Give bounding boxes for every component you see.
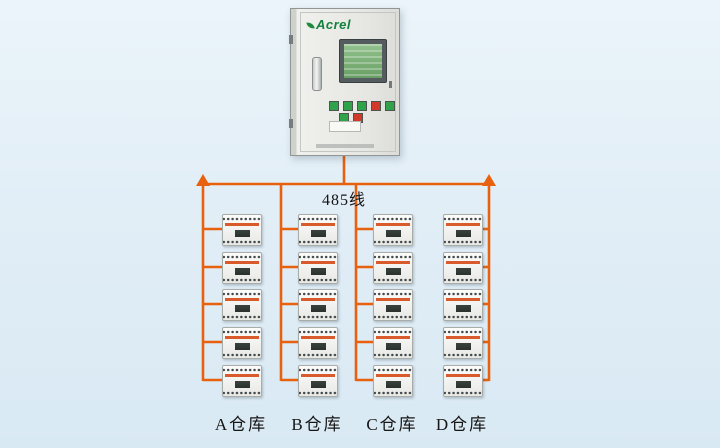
meter-device	[373, 214, 413, 246]
green-indicator	[343, 101, 353, 111]
indicator-tube	[312, 57, 322, 91]
meter-device	[373, 327, 413, 359]
meter-device	[298, 327, 338, 359]
cabinet-door	[300, 12, 396, 152]
bus-label: 485线	[321, 192, 366, 209]
red-indicator	[371, 101, 381, 111]
meter-device	[298, 365, 338, 397]
hmi-screen-display	[344, 44, 382, 78]
meter-device	[443, 252, 483, 284]
indicator-button-row	[329, 101, 395, 111]
meter-device	[222, 214, 262, 246]
acrel-brand-text: Acrel	[316, 17, 352, 32]
meter-device	[298, 289, 338, 321]
warehouse-label-a: A仓库	[214, 415, 268, 434]
meter-device	[373, 289, 413, 321]
meter-device	[373, 365, 413, 397]
cabinet-nameplate	[329, 121, 361, 132]
meter-device	[443, 289, 483, 321]
meter-device	[443, 327, 483, 359]
meter-device	[443, 214, 483, 246]
cabinet-footer-text	[316, 144, 374, 148]
warehouse-label-b: B仓库	[291, 415, 343, 434]
meter-device	[443, 365, 483, 397]
warehouse-label-d: D仓库	[435, 415, 489, 434]
acrel-logo: Acrel	[306, 17, 352, 32]
meter-device	[298, 214, 338, 246]
green-indicator	[385, 101, 395, 111]
hmi-screen	[339, 39, 387, 83]
green-indicator	[329, 101, 339, 111]
meter-device	[222, 365, 262, 397]
meter-device	[373, 252, 413, 284]
bus-arrow-left	[196, 174, 210, 186]
cabinet-hinge	[289, 35, 293, 44]
meter-device	[222, 252, 262, 284]
green-indicator	[357, 101, 367, 111]
acrel-control-cabinet: Acrel	[289, 8, 400, 156]
warehouse-label-c: C仓库	[366, 415, 418, 434]
meter-device	[298, 252, 338, 284]
meter-device	[222, 327, 262, 359]
meter-device	[222, 289, 262, 321]
bus-arrow-right	[482, 174, 496, 186]
acrel-leaf-icon	[306, 21, 315, 30]
door-lock	[389, 81, 392, 88]
cabinet-hinge	[289, 119, 293, 128]
